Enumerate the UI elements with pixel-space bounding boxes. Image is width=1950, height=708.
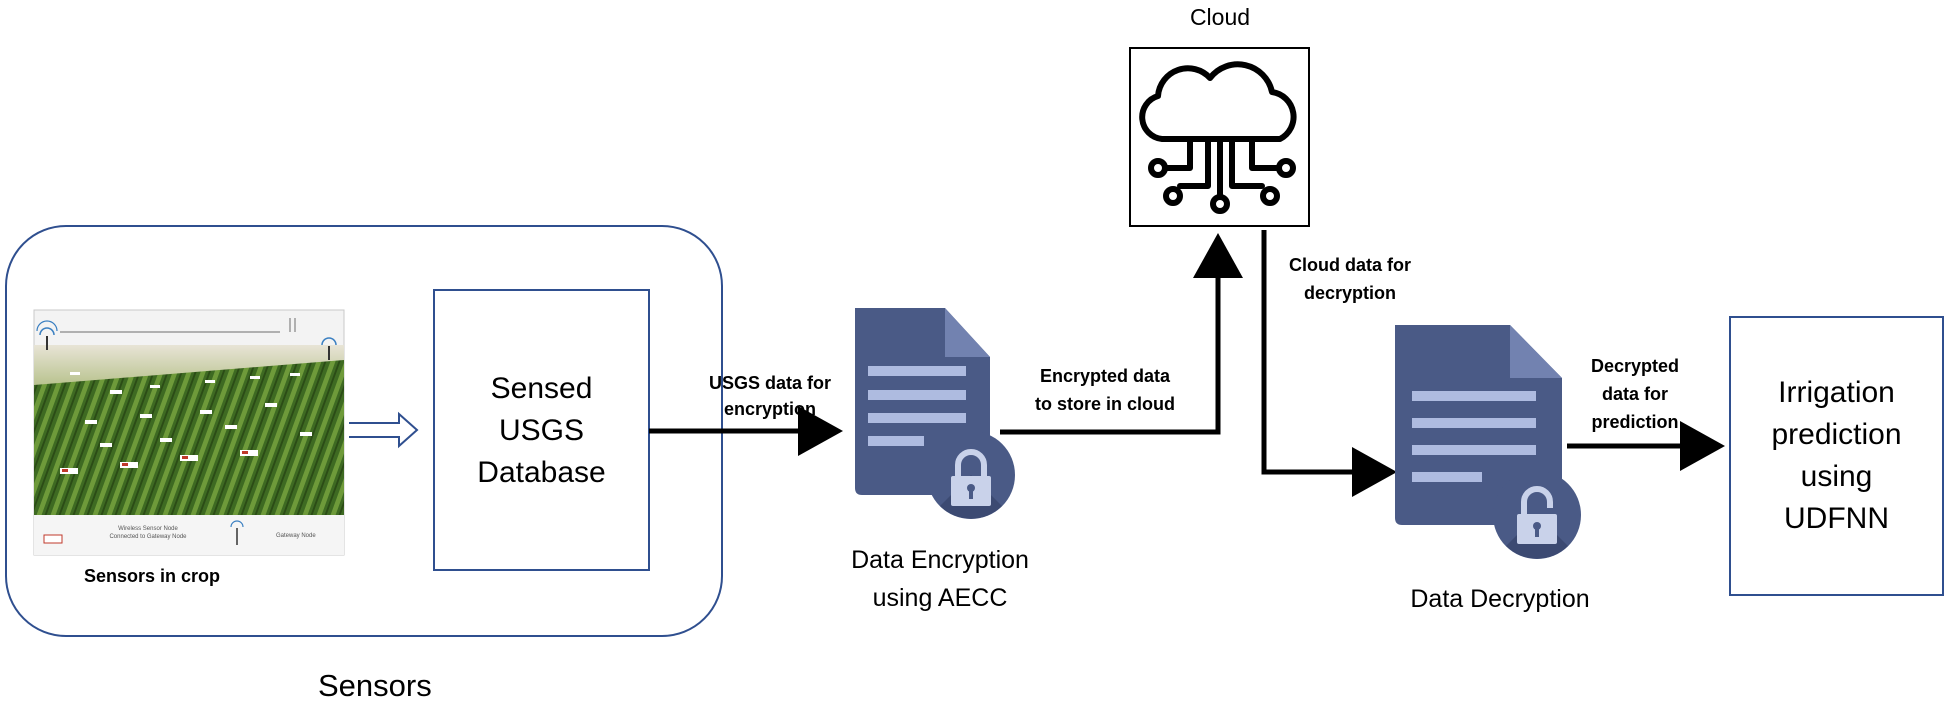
lock-closed-icon [927,431,1015,519]
sensors-group-title: Sensors [318,668,432,703]
arrow-encrypted-to-cloud [1000,233,1243,435]
encryption-caption-line: Data Encryption [851,546,1029,574]
sensed-database-line: USGS [498,414,585,447]
edge-label-line: encryption [723,399,816,419]
encryption-caption: Data Encryption using AECC [820,541,1060,617]
cloud-circuit-icon [1139,61,1297,214]
irrigation-prediction-label: Irrigation prediction using UDFNN [1730,372,1943,540]
sensed-database-line: Sensed [490,372,593,405]
irrigation-line: Irrigation [1778,376,1895,409]
sensors-in-crop-caption: Sensors in crop [84,566,221,586]
encryption-caption-line: using AECC [872,584,1008,612]
edge-label-usgs: USGS data for encryption [690,370,850,422]
irrigation-line: using [1800,460,1873,493]
photo-legend-line: Wireless Sensor Node [118,526,178,532]
edge-label-line: decryption [1303,283,1396,303]
edge-label-line: Decrypted [1590,356,1680,376]
sensed-database-line: Database [477,456,606,489]
edge-label-line: data for [1601,384,1668,404]
photo-legend-node: Wireless Sensor Node Connected to Gatewa… [88,525,208,541]
hollow-arrow-icon [349,411,419,449]
irrigation-prediction-box [1729,316,1944,596]
decryption-caption: Data Decryption [1410,585,1590,613]
edge-label-cloud: Cloud data for decryption [1265,251,1435,307]
edge-label-line: Cloud data for [1289,255,1411,275]
edge-label-encrypted: Encrypted data to store in cloud [1015,362,1195,418]
edge-label-decrypted: Decrypted data for prediction [1575,352,1695,436]
edge-label-line: Encrypted data [1039,366,1171,386]
photo-legend-line: Connected to Gateway Node [109,534,187,540]
antenna-icon [36,320,58,350]
edge-label-line: to store in cloud [1034,394,1175,414]
antenna-icon [230,520,244,545]
irrigation-line: prediction [1771,418,1902,451]
antenna-icon [321,337,337,360]
sensed-database-label: Sensed USGS Database [434,368,649,494]
edge-label-line: prediction [1591,412,1679,432]
photo-legend-gateway: Gateway Node [276,533,316,539]
cloud-title: Cloud [1189,4,1251,30]
crop-field-photo [33,309,345,556]
irrigation-line: UDFNN [1784,502,1889,535]
edge-label-line: USGS data for [708,373,832,393]
arrow-cloud-to-decryption [1261,230,1397,497]
lock-open-icon [1493,471,1581,559]
